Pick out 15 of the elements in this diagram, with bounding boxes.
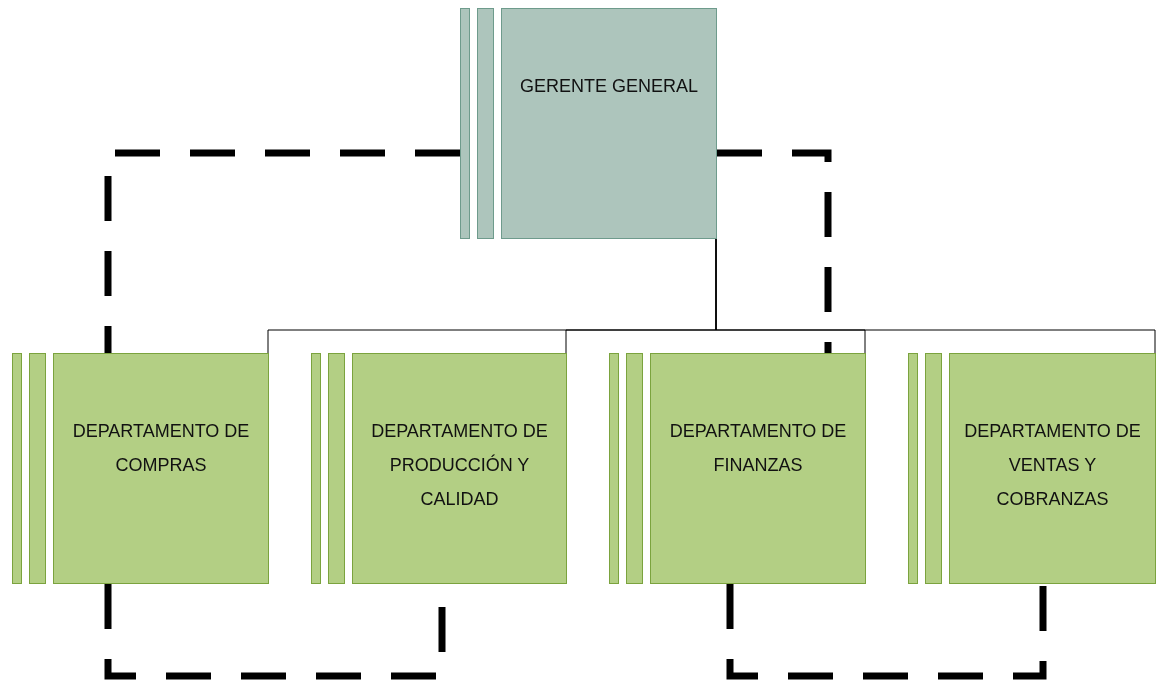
dashed-connector bbox=[104, 584, 446, 680]
box-label: DEPARTAMENTO DE FINANZAS bbox=[668, 420, 848, 477]
department-box bbox=[609, 353, 866, 584]
dashed-connector bbox=[104, 149, 460, 353]
manager-box bbox=[460, 8, 717, 239]
box-label: DEPARTAMENTO DE COMPRAS bbox=[71, 420, 251, 477]
department-box bbox=[12, 353, 269, 584]
box-label: DEPARTAMENTO DE PRODUCCIÓN Y CALIDAD bbox=[370, 420, 549, 511]
department-box bbox=[311, 353, 567, 584]
box-label: DEPARTAMENTO DE VENTAS Y COBRANZAS bbox=[963, 420, 1142, 511]
box-label: GERENTE GENERAL bbox=[519, 75, 698, 98]
dashed-connector bbox=[717, 149, 832, 353]
department-box bbox=[908, 353, 1156, 584]
dashed-connector bbox=[726, 584, 1047, 680]
connector-line bbox=[715, 238, 1156, 354]
